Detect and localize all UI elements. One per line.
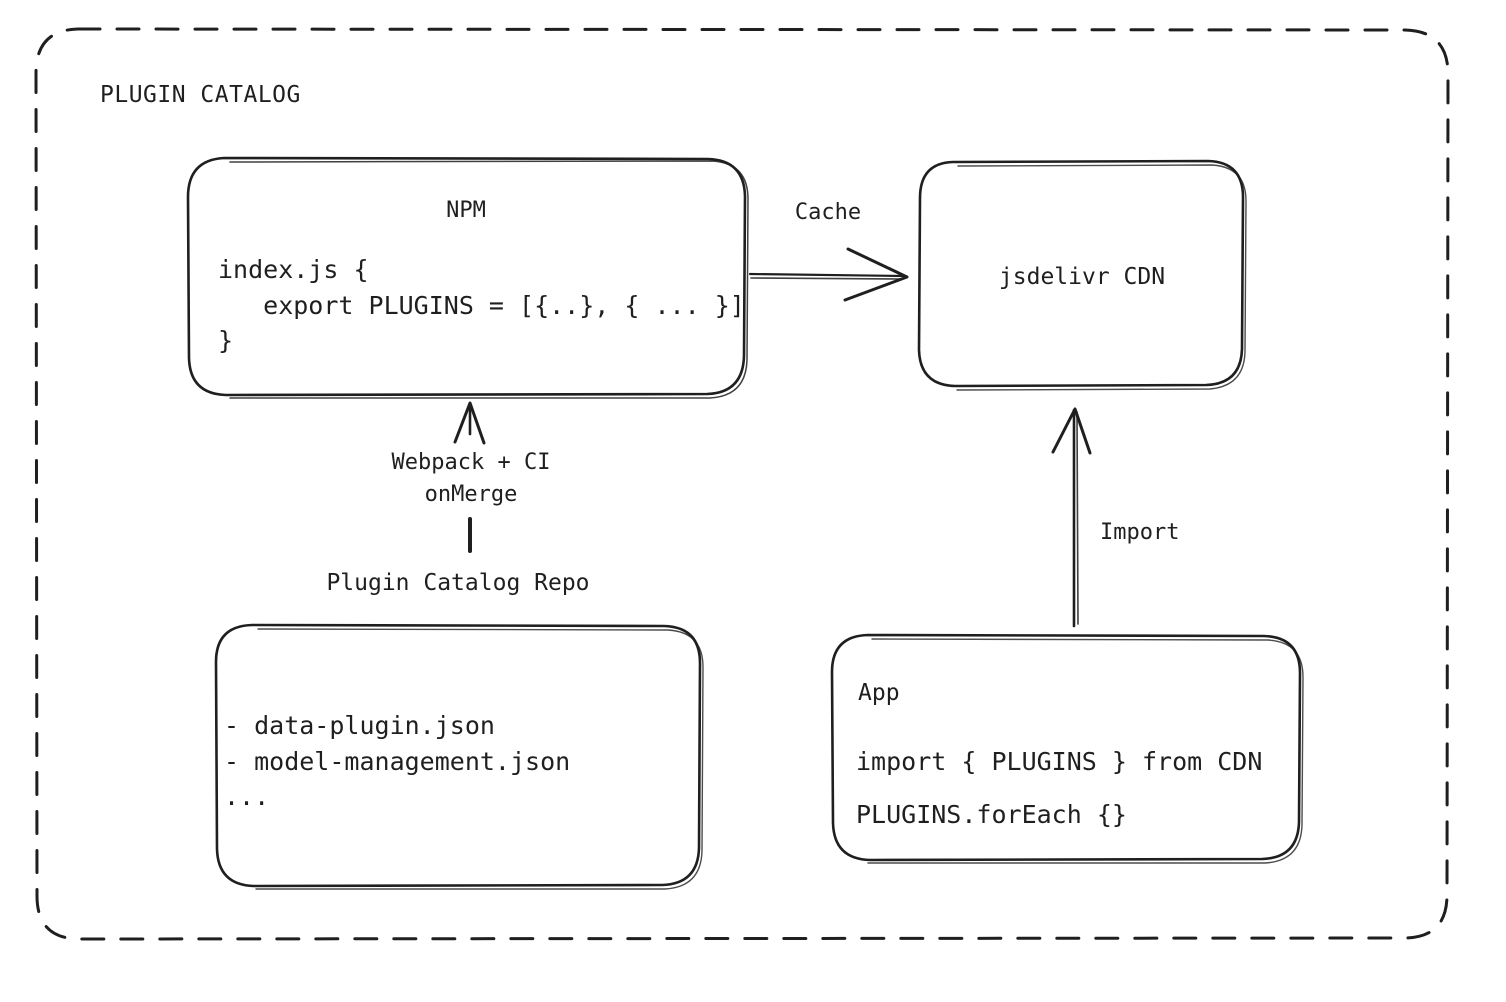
import-edge-label: Import [1100,520,1180,545]
group-title: PLUGIN CATALOG [100,82,301,108]
app-node-title: App [858,680,900,706]
cdn-node-title: jsdelivr CDN [998,264,1166,290]
cache-arrow-head [843,247,909,302]
import-arrow-head [1051,407,1092,455]
import-arrow-line-sketch [1076,411,1079,625]
app-foreach-line: PLUGINS.forEach {} [856,799,1127,829]
cache-edge-label: Cache [794,200,862,225]
repo-node-label: Plugin Catalog Repo [326,570,590,596]
npm-node-title: NPM [446,198,486,223]
app-code-block: import { PLUGINS } from CDN PLUGINS.forEa… [856,736,1262,841]
cache-arrow-line [748,272,907,278]
webpack-arrow-head [453,401,486,445]
app-import-line: import { PLUGINS } from CDN [856,747,1263,776]
webpack-ci-edge-label: Webpack + CI onMerge [391,450,551,507]
npm-code-block: index.js { export PLUGINS = [{..}, { ...… [218,255,745,355]
cache-arrow-line-sketch [750,277,904,280]
repo-file-list: - data-plugin.json - model-management.js… [224,711,571,811]
